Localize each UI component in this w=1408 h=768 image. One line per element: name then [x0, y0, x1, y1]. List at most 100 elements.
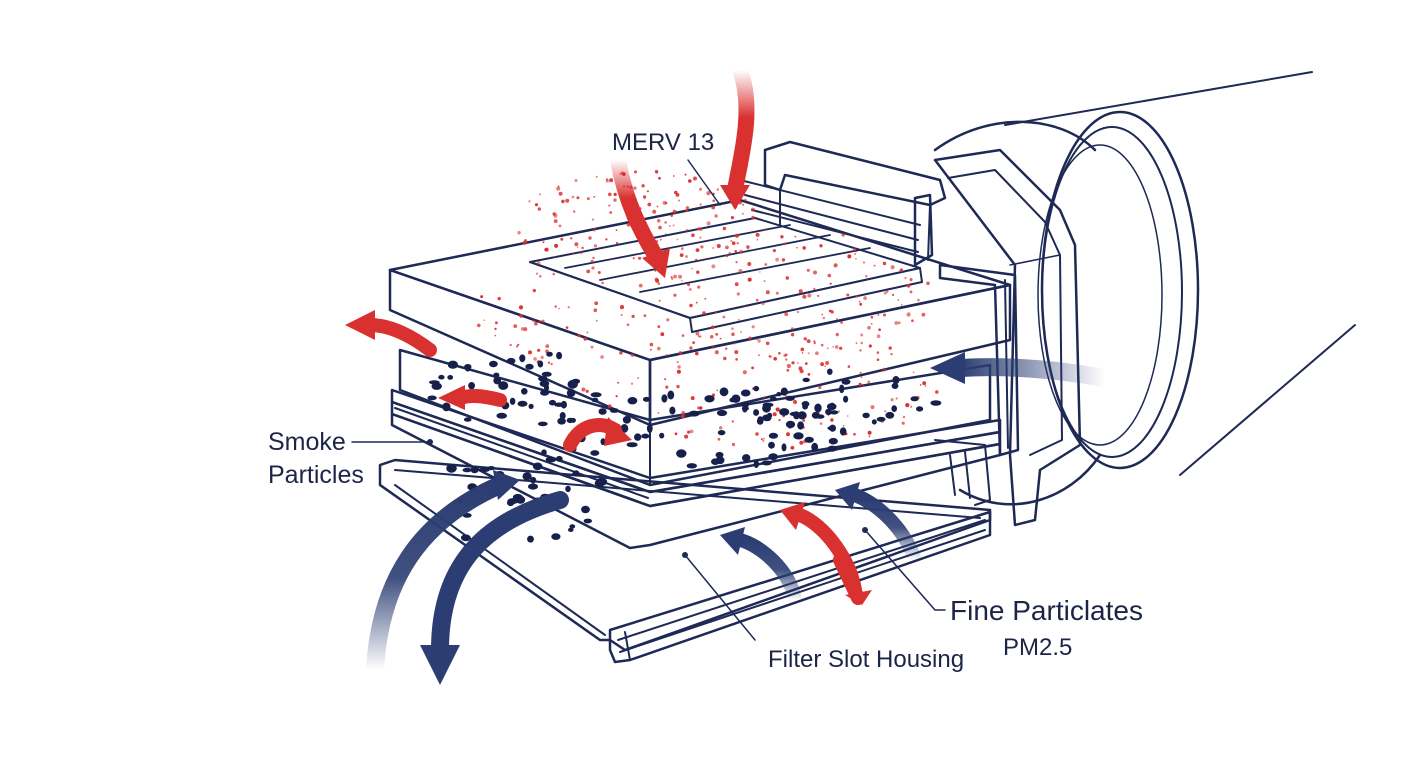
- fine-particle: [673, 293, 677, 297]
- fine-particle: [785, 358, 788, 361]
- fine-particle: [689, 346, 693, 350]
- fine-particle: [704, 297, 707, 300]
- fine-particle: [882, 367, 886, 372]
- smoke-particle: [876, 416, 886, 422]
- fine-particle: [750, 207, 755, 212]
- fine-particle: [534, 321, 538, 326]
- smoke-particle: [910, 396, 919, 402]
- fine-particle: [634, 170, 637, 174]
- fine-particle: [696, 270, 700, 274]
- fine-particle: [585, 389, 589, 393]
- fine-particle: [712, 199, 715, 203]
- fine-particle: [778, 351, 781, 355]
- fine-particle: [791, 327, 794, 330]
- fine-particle: [677, 365, 681, 369]
- fine-particle: [658, 299, 661, 302]
- fine-particle: [717, 437, 721, 441]
- smoke-particle: [541, 371, 552, 377]
- fine-particle: [785, 276, 789, 280]
- fine-particle: [690, 396, 695, 401]
- smoke-particle: [546, 351, 553, 357]
- smoke-particle: [557, 417, 566, 425]
- smoke-particles-label-line2: Particles: [268, 461, 364, 489]
- smoke-particle: [641, 433, 650, 439]
- fine-particle: [658, 225, 662, 230]
- fine-particle: [731, 442, 736, 447]
- smoke-particle: [468, 382, 475, 390]
- smoke-particle: [530, 476, 537, 484]
- fine-particle: [888, 346, 892, 350]
- fine-particle: [765, 341, 770, 346]
- fine-particle: [685, 228, 689, 232]
- fine-particle: [626, 222, 631, 227]
- fine-particle: [906, 312, 911, 317]
- fine-particle: [676, 384, 680, 389]
- smoke-particle: [839, 384, 845, 394]
- fine-particle: [842, 424, 845, 427]
- fine-particle: [910, 405, 913, 408]
- smoke-particle: [507, 498, 518, 505]
- fine-particle: [751, 325, 755, 329]
- fine-particle: [748, 336, 752, 340]
- smoke-particle: [704, 395, 715, 403]
- fine-particle: [786, 363, 792, 369]
- fine-particle: [859, 349, 862, 352]
- fine-particle: [711, 393, 716, 397]
- fine-particle: [676, 369, 681, 374]
- fine-particle: [805, 338, 807, 341]
- fine-particle: [700, 245, 704, 249]
- fine-particle: [885, 290, 889, 293]
- smoke-particle: [566, 417, 574, 424]
- smoke-particle: [551, 533, 561, 540]
- fine-particle: [890, 265, 895, 270]
- fine-particle: [833, 263, 838, 268]
- fine-particle: [536, 261, 541, 265]
- smoke-particle: [797, 421, 804, 430]
- fine-particle: [670, 276, 673, 279]
- smoke-particle: [446, 463, 457, 473]
- fine-particle: [786, 432, 790, 437]
- fine-particle: [741, 212, 744, 215]
- fine-particle: [534, 203, 539, 207]
- fine-particle: [537, 348, 541, 352]
- fine-particle: [733, 342, 736, 345]
- smoke-particle: [793, 411, 800, 420]
- fine-particle: [593, 308, 598, 313]
- fine-particle: [605, 178, 609, 181]
- fine-particle: [573, 210, 576, 213]
- fine-particle: [676, 238, 679, 241]
- fine-particle: [613, 198, 617, 202]
- smoke-particle: [742, 454, 751, 462]
- fine-particle: [632, 257, 635, 260]
- fine-particle: [890, 398, 894, 402]
- smoke-particle: [568, 527, 574, 533]
- fine-particle: [657, 282, 661, 285]
- smoke-particle: [814, 403, 822, 413]
- fine-particle: [813, 270, 817, 275]
- fine-particle: [826, 347, 829, 350]
- fine-particle: [572, 252, 574, 255]
- smoke-particle: [862, 412, 870, 419]
- fine-particle: [747, 277, 752, 282]
- fine-particle: [805, 362, 808, 365]
- fine-particle: [715, 333, 719, 336]
- smoke-particle: [528, 403, 534, 409]
- fine-particle: [607, 404, 612, 409]
- fine-particle: [870, 405, 875, 410]
- fine-particle: [756, 238, 759, 241]
- fine-particle: [863, 296, 867, 300]
- fine-particles-cloud: [477, 169, 939, 450]
- smoke-particle: [667, 390, 675, 400]
- fine-particle: [660, 238, 662, 241]
- fine-particle: [712, 247, 715, 249]
- fine-particle: [528, 350, 532, 355]
- smoke-particle: [768, 432, 779, 439]
- smoke-particle: [768, 453, 778, 461]
- fine-particle: [674, 432, 678, 436]
- fine-particle: [897, 321, 901, 325]
- fine-particle: [764, 263, 768, 266]
- fine-particle: [660, 332, 665, 337]
- smoke-particles-label-line1: Smoke: [268, 428, 346, 456]
- smoke-particle: [609, 408, 619, 413]
- fine-particle: [689, 303, 693, 308]
